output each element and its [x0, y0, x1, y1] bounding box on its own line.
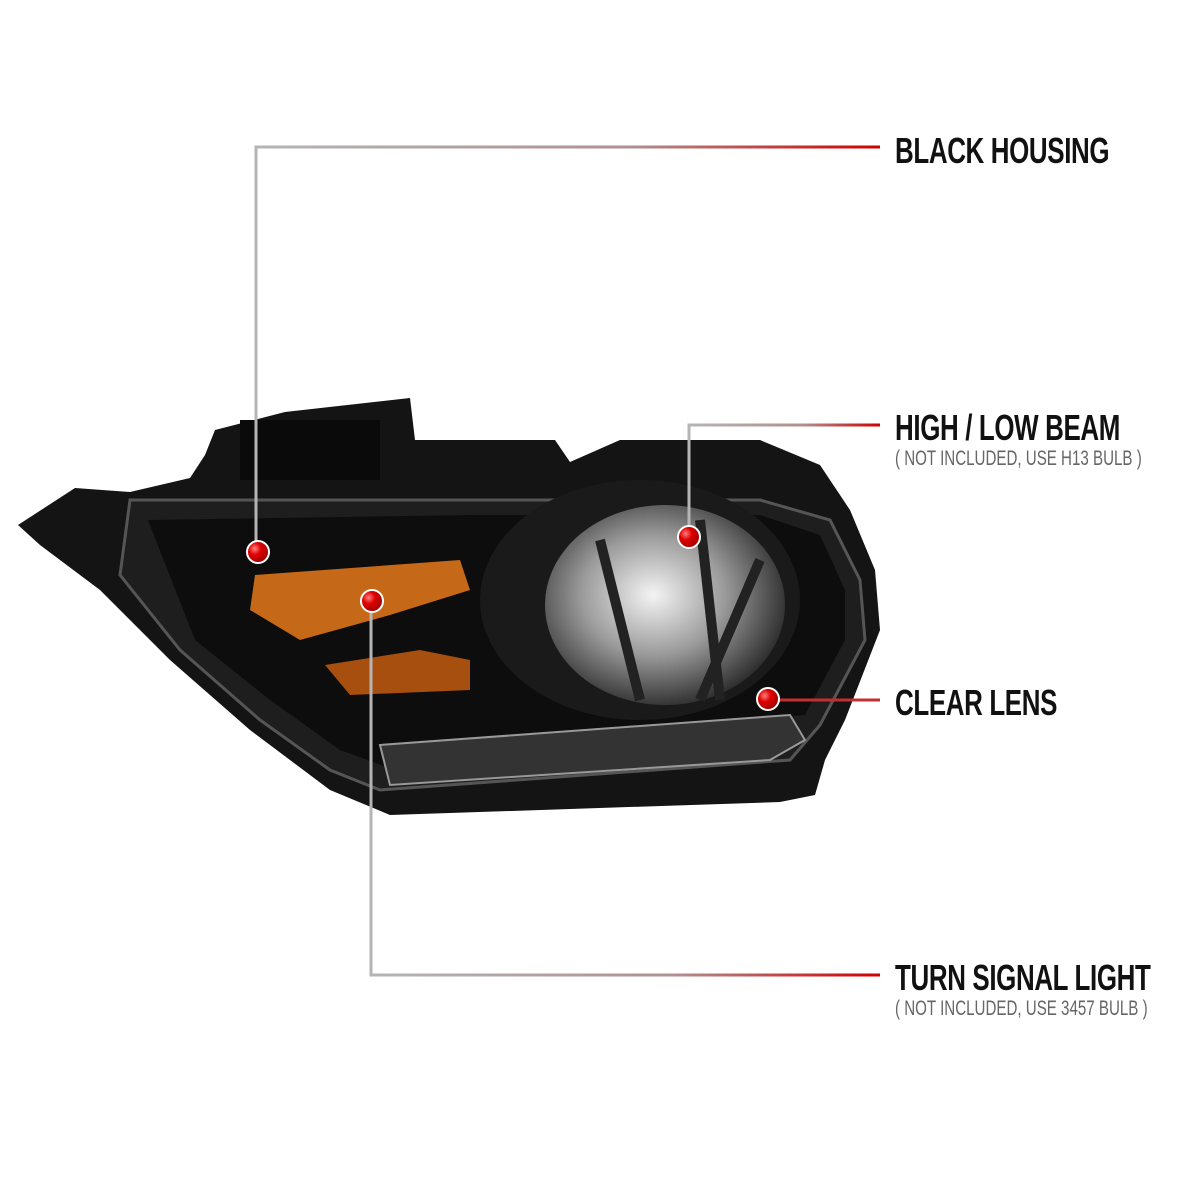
callout-title: HIGH / LOW BEAM: [895, 407, 1120, 448]
marker-dot-icon: [756, 687, 780, 711]
amber-reflector-lower: [325, 650, 470, 695]
amber-reflector-upper: [250, 560, 470, 640]
callout-subtitle: ( NOT INCLUDED, USE H13 BULB ): [895, 447, 1142, 470]
callout-high-low-beam: HIGH / LOW BEAM ( NOT INCLUDED, USE H13 …: [895, 407, 1200, 471]
callout-title: TURN SIGNAL LIGHT: [895, 957, 1151, 998]
callout-line-black-housing: [254, 145, 880, 553]
headlight-housing: [18, 398, 880, 815]
marker-dot-icon: [246, 540, 270, 564]
callout-title: BLACK HOUSING: [895, 130, 1110, 171]
marker-dot-icon: [677, 525, 701, 549]
callout-dots: [246, 525, 780, 711]
callout-turn-signal-light: TURN SIGNAL LIGHT ( NOT INCLUDED, USE 34…: [895, 957, 1200, 1021]
callout-black-housing: BLACK HOUSING: [895, 130, 1193, 172]
callout-line-high-low-beam: [687, 423, 880, 537]
callout-line-turn-signal: [369, 601, 880, 977]
callout-clear-lens: CLEAR LENS: [895, 682, 1120, 724]
callout-lines: [254, 145, 880, 977]
callout-subtitle: ( NOT INCLUDED, USE 3457 BULB ): [895, 997, 1148, 1020]
marker-dot-icon: [360, 589, 384, 613]
callout-title: CLEAR LENS: [895, 682, 1058, 723]
